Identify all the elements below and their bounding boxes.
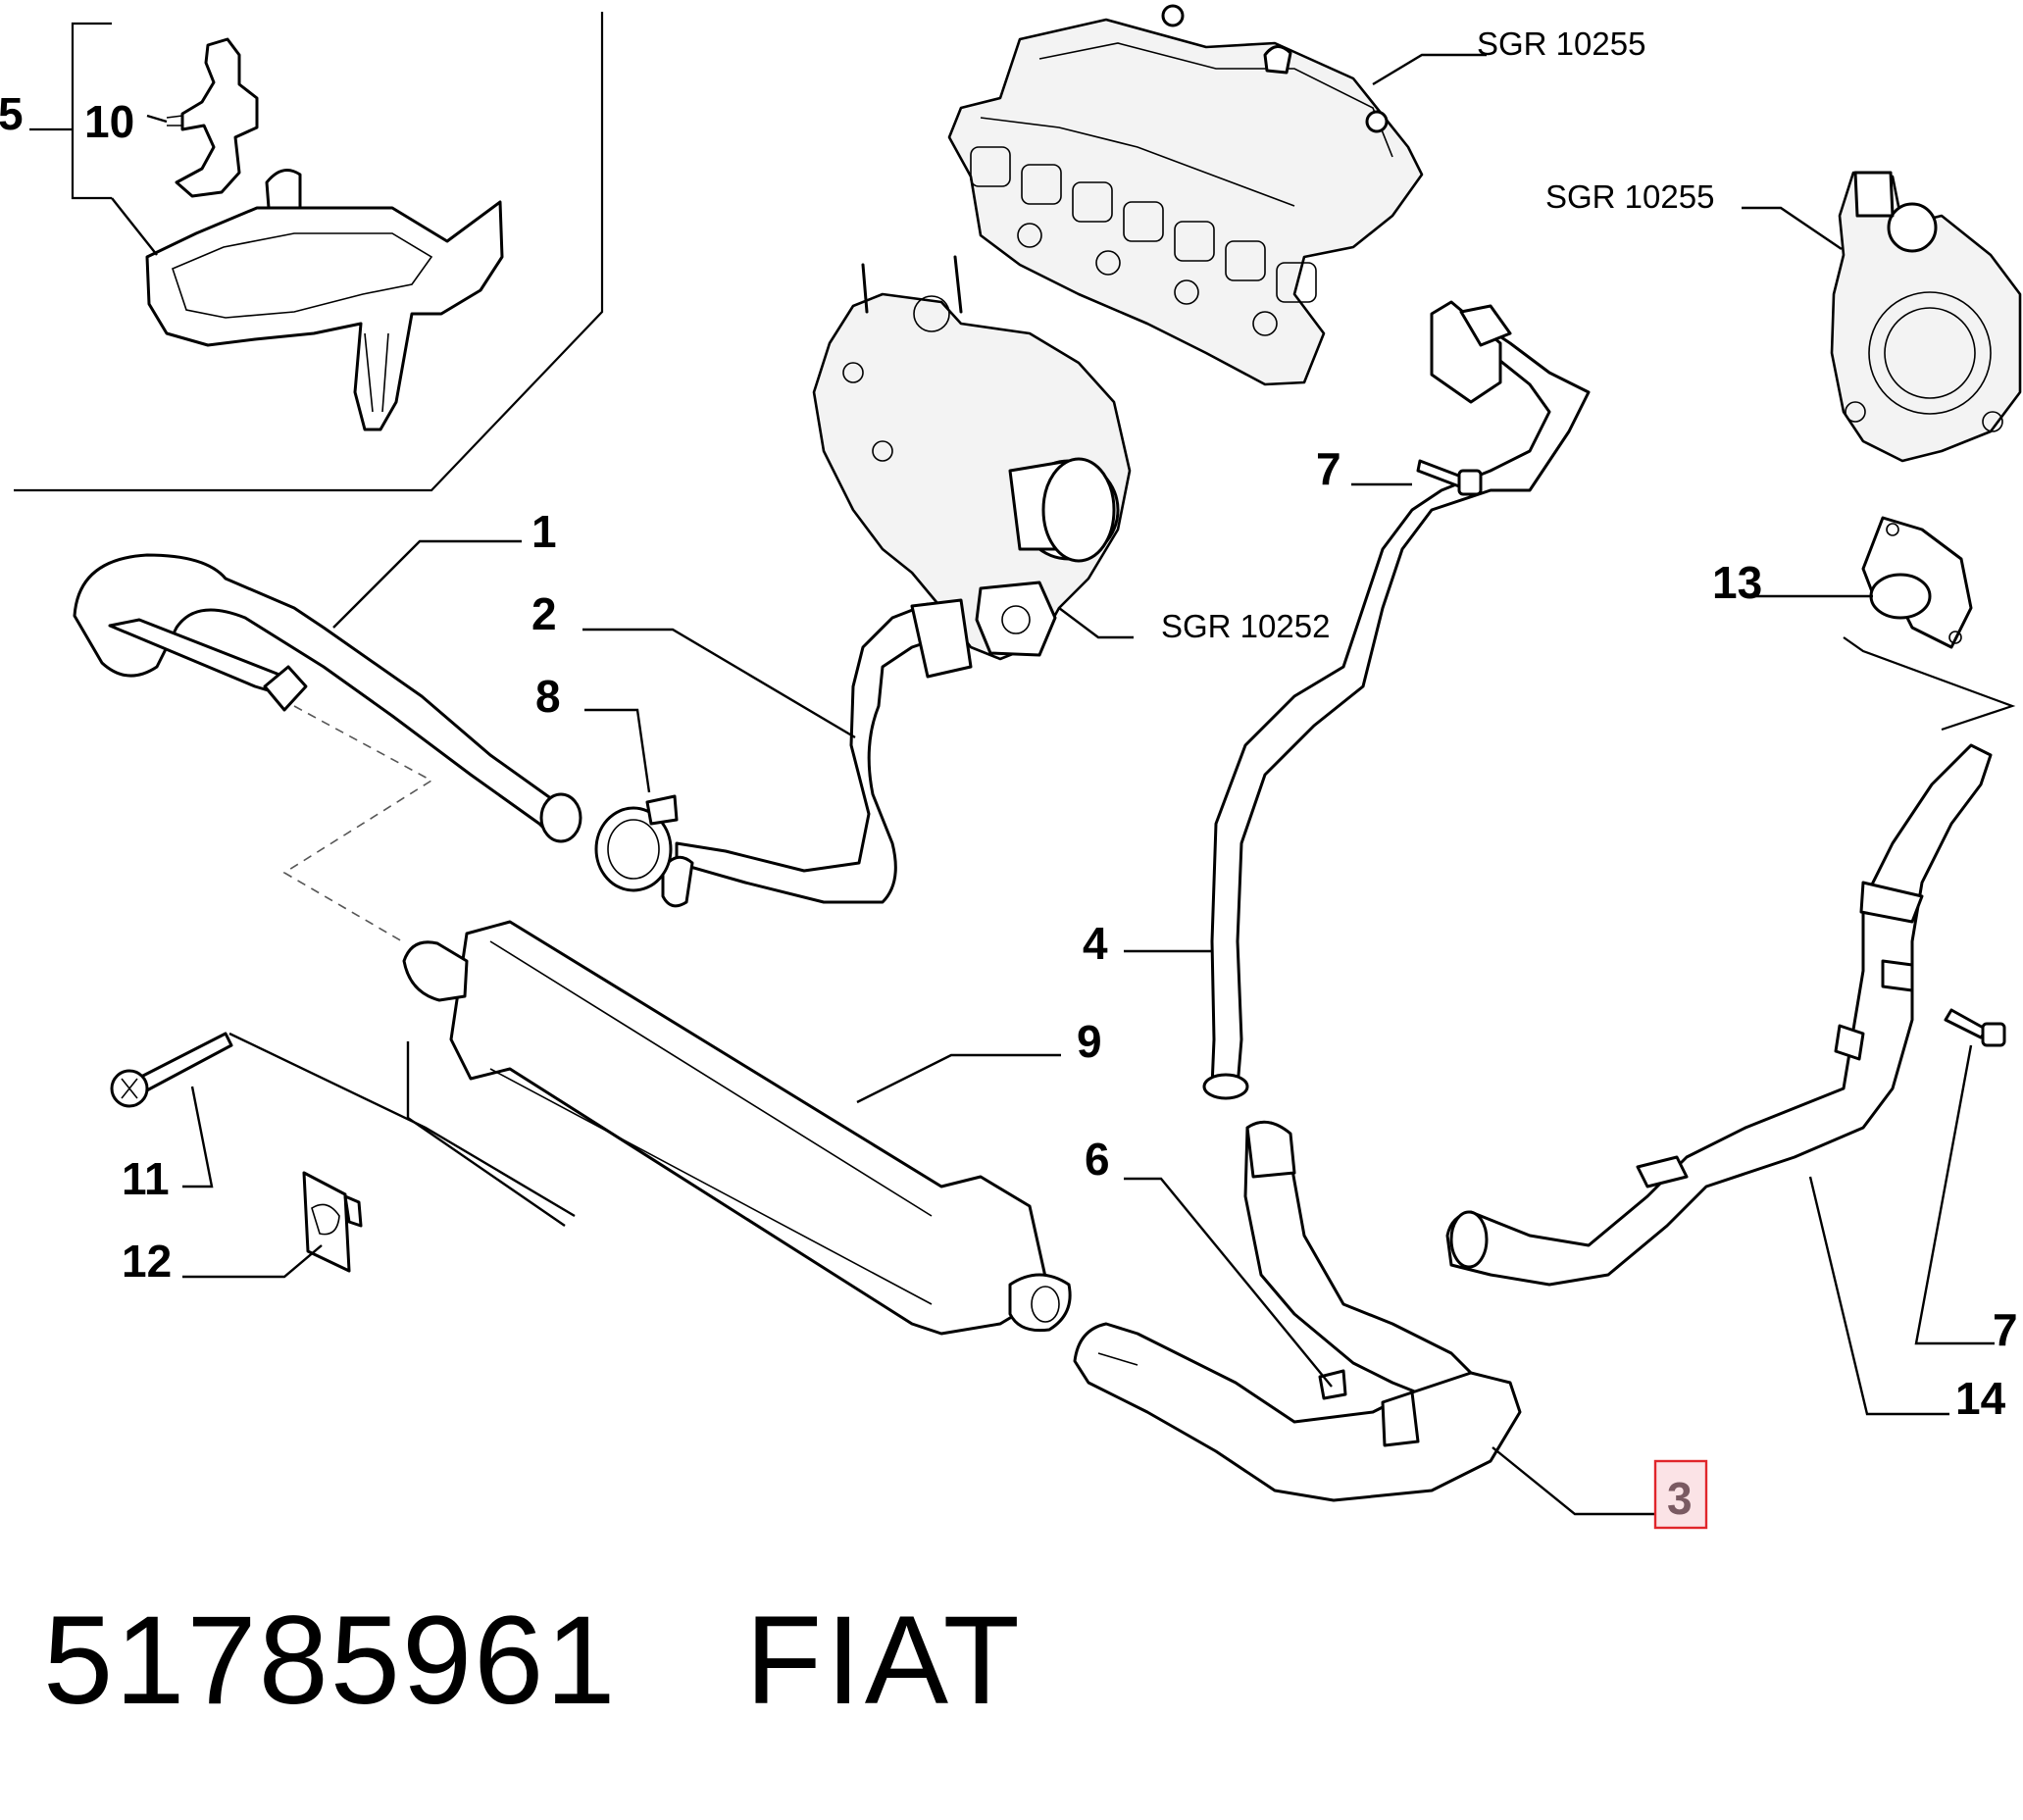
bolt-7b-illustration <box>1944 1008 2006 1047</box>
callout-7a: 7 <box>1316 443 1341 494</box>
pipe-4-illustration <box>1202 300 1591 1100</box>
inset-frame <box>14 12 604 492</box>
leader-lines <box>111 53 1995 1516</box>
callout-5: 5 <box>0 88 24 139</box>
bolt-7-illustration <box>1416 459 1483 496</box>
callout-1: 1 <box>531 506 557 557</box>
pipe-3-illustration <box>1073 1322 1522 1502</box>
callout-9: 9 <box>1077 1016 1102 1067</box>
pipe-6-illustration <box>1243 1120 1473 1404</box>
callout-3-highlight-box <box>1653 1459 1708 1530</box>
callout-6: 6 <box>1085 1134 1110 1185</box>
callout-7b: 7 <box>1993 1304 2018 1355</box>
footer-part-number: 51785961 <box>43 1591 618 1731</box>
callout-11: 11 <box>122 1153 170 1204</box>
callout-10: 10 <box>84 96 134 147</box>
footer-brand: FIAT <box>745 1591 1024 1731</box>
thermostat-13-illustration <box>1861 516 1973 649</box>
bolt-11-illustration <box>110 1032 233 1108</box>
intercooler-9-illustration <box>402 920 1072 1336</box>
bracket-illustration <box>145 37 504 431</box>
thermostat-leader-lines <box>1843 636 2016 732</box>
dashed-guide <box>282 705 433 942</box>
throttle-body-illustration <box>1830 171 2022 463</box>
callout-14: 14 <box>1955 1373 2006 1424</box>
ref-label-manifold: SGR 10255 <box>1477 25 1645 62</box>
callout-8: 8 <box>535 671 561 722</box>
clamp-8-illustration <box>594 794 679 892</box>
callout-2: 2 <box>531 588 557 639</box>
clip-12-illustration <box>302 1171 363 1273</box>
ref-label-turbo: SGR 10252 <box>1161 608 1330 644</box>
intake-manifold-illustration <box>947 4 1424 386</box>
callout-3: 3 <box>1667 1473 1693 1524</box>
pipe-2-illustration <box>661 598 973 908</box>
ref-label-throttle: SGR 10255 <box>1545 178 1714 215</box>
pipe-14-illustration <box>1445 743 1993 1287</box>
callout-13: 13 <box>1712 557 1762 608</box>
callout-12: 12 <box>122 1236 172 1287</box>
callout-4: 4 <box>1083 918 1108 969</box>
turbocharger-illustration <box>812 255 1132 661</box>
pipe-1-illustration <box>73 553 582 843</box>
